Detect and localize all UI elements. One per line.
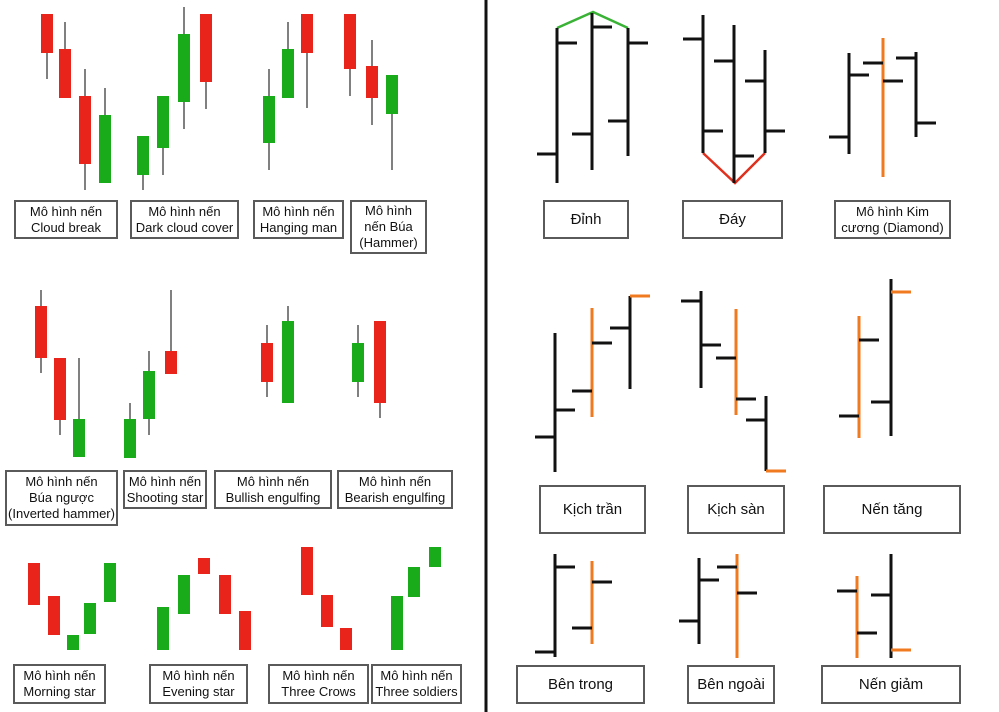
label-bearish-engulfing: Mô hình nến Bearish engulfing [337,470,453,509]
label-falling-candle: Nến giảm [821,665,961,704]
label-bullish-engulfing: Mô hình nến Bullish engulfing [214,470,332,509]
bullish-candle [178,575,190,614]
bearish-candle [79,96,91,164]
bearish-candle [48,596,60,635]
bullish-candle [157,96,169,148]
label-morning-star: Mô hình nến Morning star [13,664,106,704]
label-diamond: Mô hình Kim cương (Diamond) [834,200,951,239]
bearish-candle [219,575,231,614]
bullish-candle [137,136,149,175]
bearish-candle [35,306,47,358]
bearish-candle [54,358,66,420]
peak-line [556,10,629,30]
bullish-candle [104,563,116,602]
bearish-candle [198,558,210,574]
label-evening-star: Mô hình nến Evening star [149,664,248,704]
bearish-candle [344,14,356,69]
label-outside-bar: Bên ngoài [687,665,775,704]
label-ceiling: Kịch trần [539,485,646,534]
bullish-candle [178,34,190,102]
bearish-candle [41,14,53,53]
label-peak: Đỉnh [543,200,629,239]
bearish-candle [165,351,177,374]
bearish-candle [59,49,71,98]
bullish-candle [263,96,275,143]
label-inside-bar: Bên trong [516,665,645,704]
bullish-candle [157,607,169,650]
label-inverted-hammer: Mô hình nến Búa ngược (Inverted hammer) [5,470,118,526]
bearish-candle [200,14,212,82]
bullish-candle [282,49,294,98]
bearish-candle [301,14,313,53]
bullish-candle [408,567,420,597]
label-hanging-man: Mô hình nến Hanging man [253,200,344,239]
label-cloud-break: Mô hình nến Cloud break [14,200,118,239]
bullish-candle [282,321,294,403]
bullish-candle [391,596,403,650]
bearish-candle [261,343,273,382]
bullish-candle [143,371,155,419]
bearish-candle [239,611,251,650]
bearish-candle [321,595,333,627]
bearish-candle [340,628,352,650]
bullish-candle [429,547,441,567]
label-rising-candle: Nến tăng [823,485,961,534]
label-floor: Kịch sàn [687,485,785,534]
bullish-candle [84,603,96,634]
label-hammer: Mô hình nến Búa (Hammer) [350,200,427,254]
label-shooting-star: Mô hình nến Shooting star [123,470,207,509]
bearish-candle [28,563,40,605]
bullish-candle [67,635,79,650]
label-three-soldiers: Mô hình nến Three soldiers [371,664,462,704]
label-trough: Đáy [682,200,783,239]
bearish-candle [366,66,378,98]
bullish-candle [99,115,111,183]
bullish-candle [352,343,364,382]
label-three-crows: Mô hình nến Three Crows [268,664,369,704]
bullish-candle [73,419,85,457]
bearish-candle [374,321,386,403]
label-dark-cloud-cover: Mô hình nến Dark cloud cover [130,200,239,239]
bullish-candle [124,419,136,458]
bullish-candle [386,75,398,114]
bearish-candle [301,547,313,595]
